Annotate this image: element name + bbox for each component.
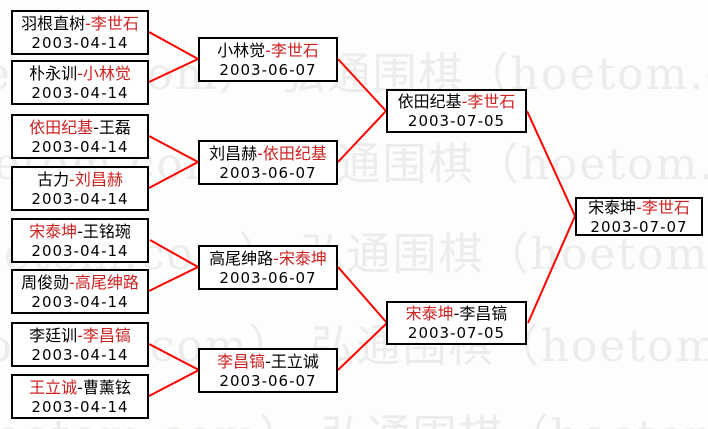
player2-name: 李世石 [467,92,516,111]
match-players: 李廷训-李昌镐 [29,326,131,346]
match-players: 周俊勋-高尾绅路 [21,273,139,293]
player2-name: 刘昌赫 [74,169,123,189]
vs-dash: - [77,325,83,345]
player1-name: 李廷训 [29,325,78,345]
player1-name: 高尾绅路 [209,248,274,268]
vs-dash: - [273,248,279,268]
match-date: 2003-04-14 [31,137,129,156]
match-date: 2003-06-07 [219,268,317,287]
match-players: 刘昌赫-依田纪基 [209,144,327,164]
match-players: 羽根直树-李世石 [21,14,139,34]
match-date: 2003-06-07 [219,60,317,79]
match-date: 2003-04-14 [31,345,129,364]
player1-name: 宋泰坤 [29,221,78,241]
player2-name: 宋泰坤 [278,248,327,268]
vs-dash: - [77,221,83,241]
player1-name: 羽根直树 [21,13,86,33]
player2-name: 李世石 [90,13,139,33]
player2-name: 李世石 [641,197,690,217]
player2-name: 高尾绅路 [74,272,139,292]
vs-dash: - [636,197,642,217]
match-players: 依田纪基-李世石 [398,92,516,112]
player1-name: 周俊勋 [21,272,70,292]
watermark-row: 弘通围棋（hoetom.com） 弘通围棋（hoetom.com） [0,400,708,429]
match-players: 宋泰坤-王铭琬 [29,222,131,242]
player1-name: 刘昌赫 [209,143,258,163]
vs-dash: - [77,63,83,83]
player1-name: 宋泰坤 [405,304,454,323]
vs-dash: - [85,13,91,33]
vs-dash: - [69,169,75,189]
match-date: 2003-04-14 [31,33,129,52]
player2-name: 李世石 [270,40,319,60]
player1-name: 小林觉 [217,40,266,60]
vs-dash: - [77,377,83,397]
vs-dash: - [453,304,460,323]
match-date: 2003-07-07 [590,217,688,236]
match-date: 2003-04-14 [31,397,129,416]
match-date: 2003-07-05 [407,112,506,130]
match-date: 2003-06-07 [219,163,317,182]
vs-dash: - [69,272,75,292]
player1-name: 王立诚 [29,377,78,397]
vs-dash: - [93,117,99,137]
player2-name: 依田纪基 [262,143,327,163]
player1-name: 李昌镐 [217,351,266,371]
match-players: 宋泰坤-李昌镐 [406,304,508,324]
match-players: 古力-刘昌赫 [37,170,123,190]
match-players: 依田纪基-王磊 [29,118,131,138]
match-date: 2003-04-14 [31,83,129,102]
player2-name: 王磊 [98,117,131,137]
match-date: 2003-06-07 [219,371,317,390]
match-players: 高尾绅路-宋泰坤 [209,249,327,269]
player2-name: 王立诚 [270,351,319,371]
vs-dash: - [461,92,468,111]
player2-name: 李昌镐 [459,304,508,323]
player1-name: 朴永训 [29,63,78,83]
match-date: 2003-04-14 [31,241,129,260]
match-players: 小林觉-李世石 [217,41,319,61]
match-date: 2003-07-05 [407,324,506,342]
player2-name: 李昌镐 [82,325,131,345]
player1-name: 依田纪基 [397,92,462,111]
vs-dash: - [257,143,263,163]
player2-name: 王铭琬 [82,221,131,241]
player1-name: 依田纪基 [29,117,94,137]
player2-name: 曹薰铉 [82,377,131,397]
match-players: 李昌镐-王立诚 [217,352,319,372]
match-players: 朴永训-小林觉 [29,64,131,84]
match-players: 王立诚-曹薰铉 [29,378,131,398]
player2-name: 小林觉 [82,63,131,83]
vs-dash: - [265,40,271,60]
player1-name: 古力 [37,169,70,189]
match-players: 宋泰坤-李世石 [588,198,690,218]
match-date: 2003-04-14 [31,189,129,208]
player1-name: 宋泰坤 [588,197,637,217]
vs-dash: - [265,351,271,371]
match-date: 2003-04-14 [31,292,129,311]
